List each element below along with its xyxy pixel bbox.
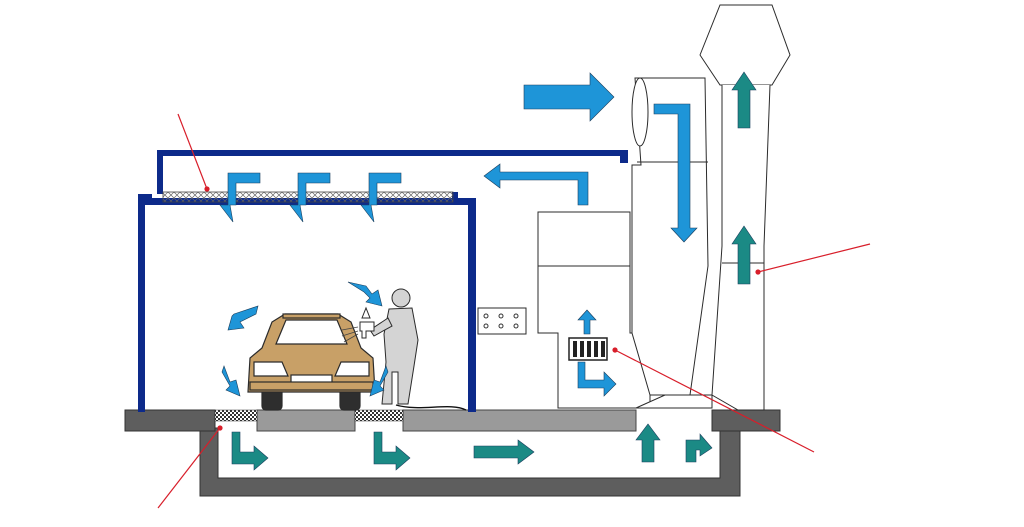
- callout-dot-icon: [612, 347, 618, 353]
- supply-arrow-icon: [653, 103, 698, 243]
- exhaust-stack: [699, 4, 791, 411]
- exhaust-arrow-icon: [731, 71, 757, 129]
- airflow-arrows: [219, 71, 757, 471]
- callout-dot-icon: [755, 269, 761, 275]
- supply-arrow-icon: [221, 365, 241, 397]
- supply-arrow-icon: [577, 309, 597, 335]
- callout-4: [157, 425, 223, 509]
- supply-arrow-icon: [523, 72, 615, 122]
- ceiling-filter: [162, 191, 454, 203]
- supply-arrow-icon: [289, 172, 331, 223]
- callout-line: [177, 113, 208, 190]
- callout-lines: [157, 113, 871, 509]
- callout-line: [757, 243, 871, 273]
- exhaust-arrow-icon: [373, 431, 411, 471]
- callout-1: [177, 113, 210, 192]
- exhaust-arrow-icon: [635, 423, 661, 463]
- painter-with-spray-gun: [341, 288, 467, 411]
- supply-arrow-icon: [577, 361, 617, 397]
- control-panel: [477, 307, 527, 335]
- supply-arrow-icon: [227, 305, 259, 331]
- supply-arrow-icon: [347, 281, 383, 307]
- exhaust-arrow-icon: [231, 431, 269, 471]
- fan-housing: [631, 77, 713, 409]
- callout-3: [612, 347, 815, 453]
- exhaust-arrow-icon: [731, 225, 757, 285]
- floor-grating: [214, 409, 404, 422]
- callout-line: [157, 427, 221, 509]
- callout-dot-icon: [217, 425, 223, 431]
- exhaust-arrow-icon: [685, 433, 713, 463]
- heater-coil: [568, 337, 608, 361]
- supply-arrow-icon: [360, 172, 402, 223]
- callout-2: [755, 243, 871, 275]
- supply-arrow-icon: [219, 172, 261, 223]
- callout-dot-icon: [204, 186, 210, 192]
- supply-arrow-icon: [369, 365, 389, 397]
- callout-line: [614, 349, 815, 453]
- car: [247, 313, 376, 411]
- supply-arrow-icon: [483, 163, 589, 206]
- exhaust-arrow-icon: [473, 439, 535, 465]
